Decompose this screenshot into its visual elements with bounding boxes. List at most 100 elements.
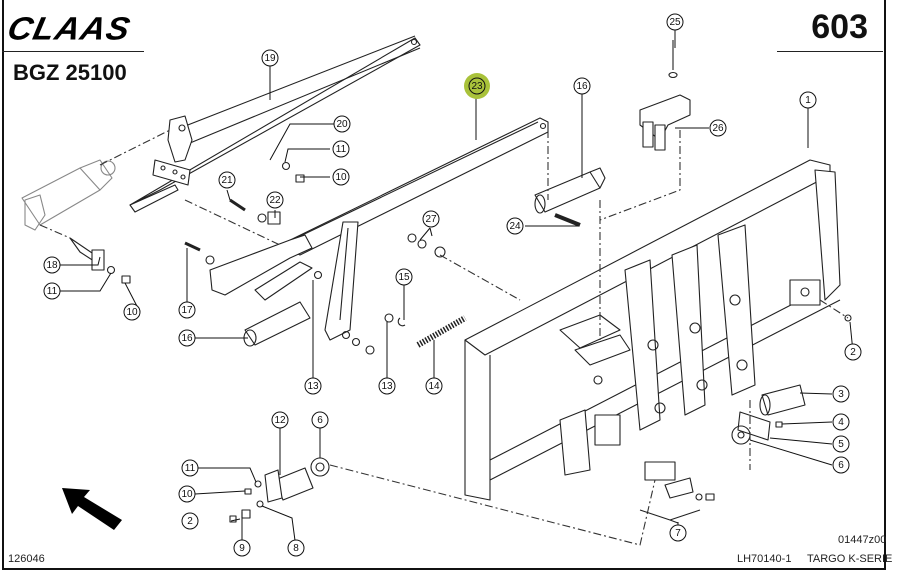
callout-label: 1 [805,95,811,106]
callout-circle [178,485,196,503]
callout-17: 17 [178,301,196,319]
callout-20: 20 [333,115,351,133]
callout-label: 23 [471,81,483,92]
callout-label: 20 [336,119,348,130]
assembly-lines [39,129,849,546]
callout-label: 9 [239,543,245,554]
callout-label: 10 [335,172,347,183]
callout-label: 27 [425,214,437,225]
callout-11: 11 [43,282,61,300]
callout-circle [287,539,305,557]
part-7-bracket-line [639,509,701,524]
part-16-pin-lower [243,301,311,347]
callout-circle [266,191,284,209]
callout-10: 10 [178,485,196,503]
callout-circle [669,524,687,542]
callout-1: 1 [799,91,817,109]
callout-2: 2 [181,512,199,530]
callout-label: 18 [46,260,58,271]
model-number: BGZ 25100 [13,60,127,85]
callout-11: 11 [181,459,199,477]
part-19-arm [129,35,421,206]
callout-label: 11 [185,463,196,474]
main-frame [464,159,841,501]
callout-circle [311,411,329,429]
callout-24: 24 [506,217,524,235]
callout-label: 21 [221,175,233,186]
callout-27: 27 [422,210,440,228]
callout-10: 10 [332,168,350,186]
callout-label: 25 [669,17,681,28]
callout-6: 6 [832,456,850,474]
callout-label: 6 [838,460,844,471]
lever-assembly [209,221,359,341]
callout-circle [332,168,350,186]
callout-19: 19 [261,49,279,67]
header-divider-right [777,51,883,52]
callout-11: 11 [332,140,350,158]
callout-circle [181,512,199,530]
callout-label: 8 [293,543,299,554]
callout-label: 10 [126,307,138,318]
callout-25: 25 [666,13,684,31]
callout-label: 12 [274,415,286,426]
callout-label: 24 [509,221,521,232]
part-14-spring [416,315,467,348]
callout-circle [333,115,351,133]
callout-circle [178,301,196,319]
callout-15: 15 [395,268,413,286]
part-24-pin [554,213,581,227]
footer-left-code: 126046 [8,553,45,565]
callout-label: 4 [838,417,844,428]
part-12-pin [264,457,330,503]
series-name: TARGO K-SERIE [807,553,893,565]
callout-label: 7 [675,528,681,539]
callout-label: 2 [850,347,856,358]
callout-21: 21 [218,171,236,189]
callout-label: 2 [187,516,193,527]
callout-label: 13 [381,381,393,392]
header-divider-left [2,51,144,52]
callout-circle [304,377,322,395]
callout-circle [395,268,413,286]
callout-circle [666,13,684,31]
callout-circle [43,282,61,300]
callout-circle [506,217,524,235]
callout-13: 13 [378,377,396,395]
callout-4: 4 [832,413,850,431]
hitch-plates [559,314,631,476]
callout-label: 13 [307,381,319,392]
parts-3-5-6 [731,384,806,445]
callout-circle [332,140,350,158]
callout-circle [425,377,443,395]
callout-label: 6 [317,415,323,426]
hydraulic-cylinder [21,159,116,231]
callout-label: 16 [576,81,588,92]
callout-circle [218,171,236,189]
callout-label: 19 [264,53,276,64]
callout-circle [261,49,279,67]
callout-circle [832,385,850,403]
callout-16: 16 [573,77,591,95]
part-7-blocks [644,461,694,499]
sheet-border [2,0,886,570]
callout-circle [233,539,251,557]
callout-23: 23 [468,77,486,95]
callout-circle [832,435,850,453]
fasteners [106,161,852,523]
callout-2: 2 [844,343,862,361]
callout-10: 10 [123,303,141,321]
callout-label: 22 [269,195,281,206]
callout-label: 14 [428,381,440,392]
callout-circle [378,377,396,395]
callout-13: 13 [304,377,322,395]
callout-circle [832,413,850,431]
callout-circle [181,459,199,477]
page-number: 603 [811,8,868,46]
callout-14: 14 [425,377,443,395]
callout-7: 7 [669,524,687,542]
highlight-part-23 [464,73,490,99]
callout-18: 18 [43,256,61,274]
callout-circle [271,411,289,429]
